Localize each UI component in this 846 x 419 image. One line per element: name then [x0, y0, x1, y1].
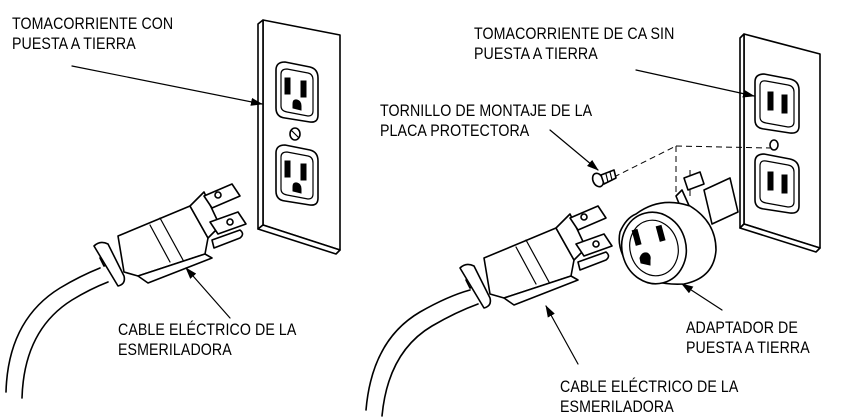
arrow-cord-right: [545, 305, 579, 365]
grinder-cord-left-label: CABLE ELÉCTRICO DE LA ESMERILADORA: [118, 321, 297, 359]
ungrounded-wall-plate: [739, 33, 821, 253]
ungrounded-outlet-label: TOMACORRIENTE DE CA SIN PUESTA A TIERRA: [474, 25, 675, 63]
three-prong-plug-right: [365, 205, 613, 417]
plate-center-screw-right: [769, 139, 779, 151]
grounding-adapter-label: ADAPTADOR DE PUESTA A TIERRA: [686, 319, 810, 357]
grounded-receptacle-upper: [275, 61, 319, 123]
mounting-screw: [591, 169, 617, 188]
grounded-receptacle-lower: [275, 144, 319, 206]
ungrounded-receptacle-lower: [754, 153, 800, 214]
arrow-ungrounded-outlet: [635, 69, 755, 98]
arrow-grounding-adapter: [681, 283, 723, 311]
arrow-mounting-screw: [549, 129, 599, 171]
ungrounded-receptacle-upper: [754, 73, 800, 134]
plate-center-screw-left: [289, 127, 301, 141]
three-prong-plug-left: [5, 183, 247, 399]
grounded-outlet-label: TOMACORRIENTE CON PUESTA A TIERRA: [12, 15, 174, 53]
arrow-cord-left: [185, 267, 231, 319]
mounting-screw-label: TORNILLO DE MONTAJE DE LA PLACA PROTECTO…: [380, 102, 593, 140]
arrow-grounded-outlet: [71, 65, 263, 106]
leader-arrows: [71, 65, 755, 365]
grinder-cord-right-label: CABLE ELÉCTRICO DE LA ESMERILADORA: [560, 378, 739, 416]
